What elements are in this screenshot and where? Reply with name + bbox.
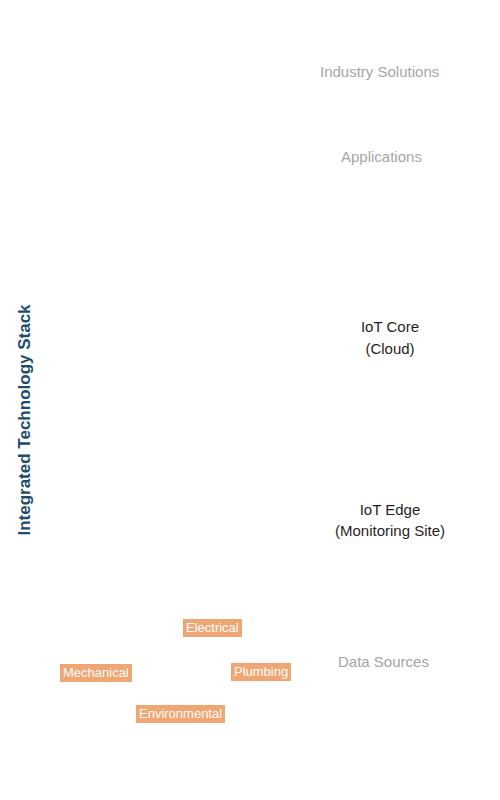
layer-shape: [59, 18, 313, 145]
vertical-title: Integrated Technology Stack: [15, 304, 35, 535]
layer-label: IoT Core (Cloud): [345, 316, 435, 360]
arrow-head: [275, 208, 289, 219]
label-holder: Data Sources: [338, 653, 429, 671]
label-holder: Applications: [341, 148, 491, 166]
layer-shape: [59, 420, 313, 618]
stack-layer: Industry Solutions: [59, 18, 313, 145]
tag-label: Mechanical: [63, 665, 129, 681]
section-label: Data Sources: [338, 653, 429, 671]
arrow-shaft: [281, 208, 284, 265]
label-holder: IoT Core (Cloud): [345, 316, 435, 360]
source-tag: Environmental: [136, 705, 225, 723]
mechanical-cubes: [64, 620, 126, 706]
layer-face: [59, 18, 313, 82]
layer-face: [186, 263, 313, 447]
layer-face: [59, 231, 313, 295]
stack-layer: Applications: [59, 106, 313, 228]
source-tag: Mechanical: [60, 664, 132, 682]
stack-layer: IoT Core (Cloud): [59, 231, 313, 447]
label-holder: Industry Solutions: [320, 63, 490, 81]
layer-shape: [59, 106, 313, 228]
source-tag: Plumbing: [231, 663, 291, 681]
layer-face: [59, 50, 186, 145]
layer-face: [186, 452, 313, 618]
layer-face: [59, 420, 313, 484]
layer-shape: [59, 231, 313, 447]
layer-face: [59, 106, 313, 170]
tag-label: Environmental: [139, 706, 222, 722]
tag-label: Electrical: [186, 620, 239, 636]
layer-label: Industry Solutions: [320, 63, 490, 81]
label-holder: IoT Edge (Monitoring Site): [325, 499, 455, 541]
layer-face: [59, 263, 186, 447]
tag-label: Plumbing: [234, 664, 288, 680]
layer-face: [186, 50, 313, 145]
arrow-shaft: [99, 210, 102, 265]
upward-arrow: [275, 208, 289, 265]
source-tag: Electrical: [183, 619, 242, 637]
arrow-shaft: [184, 233, 187, 285]
layer-label: Applications: [341, 148, 491, 166]
upward-arrow: [179, 233, 193, 285]
arrow-head: [94, 210, 108, 221]
layer-face: [59, 452, 186, 618]
layer-label: IoT Edge (Monitoring Site): [325, 499, 455, 541]
stack-layer: IoT Edge (Monitoring Site): [59, 420, 313, 618]
arrow-head: [179, 233, 193, 244]
layer-face: [186, 138, 313, 228]
layer-face: [59, 138, 186, 228]
upward-arrow: [94, 210, 108, 265]
